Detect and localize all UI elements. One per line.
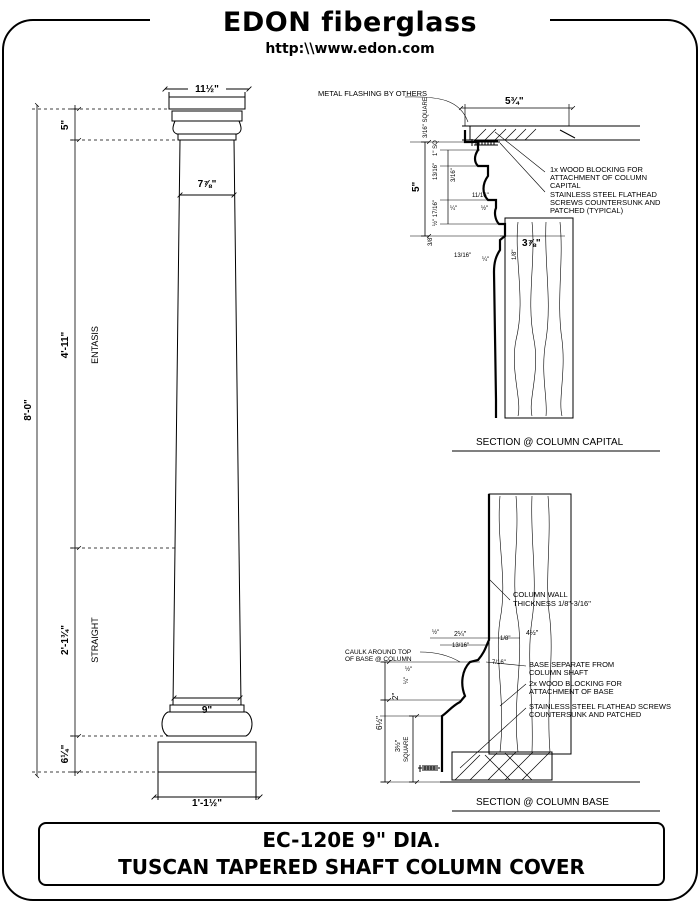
base-section-title: SECTION @ COLUMN BASE [476,797,609,808]
base-section [380,493,640,785]
base-screw [418,765,440,772]
note-flashing: METAL FLASHING BY OTHERS [318,89,427,98]
capital-profile [463,130,507,418]
note-screws-2: SCREWS COUNTERSUNK AND [550,198,661,207]
note-screws-base-1: STAINLESS STEEL FLATHEAD SCREWS [529,702,671,711]
label-top-width: 11½" [195,84,219,95]
vertical-dimensions [32,102,178,779]
label-base-width: 1'-1½" [192,798,222,809]
dim-base-e: 7/16" [492,660,506,666]
dim-capital-q1: ¼" [450,206,457,212]
label-lower-diameter: 9" [202,705,213,716]
base-blocking [451,751,553,781]
tapered-shaft [172,139,242,706]
dim-base-six: 6½" [375,716,384,730]
note-wall-1: COLUMN WALL [513,590,568,599]
note-screws-1: STAINLESS STEEL FLATHEAD [550,190,658,199]
note-caulk-2: OF BASE @ COLUMN [345,656,412,663]
capital-section [404,96,640,419]
title-description: TUSCAN TAPERED SHAFT COLUMN COVER [118,855,585,879]
dim-base-sq: 3½" [394,739,402,752]
note-blocking-1: 1x WOOD BLOCKING FOR [550,165,644,174]
label-straight: STRAIGHT [90,617,100,663]
base-wood-post [488,493,572,755]
dim-base-g: ¼" [404,677,410,684]
capital-wood-post [504,217,574,419]
note-separate-2: COLUMN SHAFT [529,668,589,677]
label-entasis: ENTASIS [90,326,100,364]
note-blocking-base-2: ATTACHMENT OF BASE [529,687,614,696]
dim-base-c: 1/8" [500,636,510,642]
dim-base-b: 13/16" [452,643,469,649]
dim-capital-3-16: 3/16" [451,168,457,182]
title-block: EC-120E 9" DIA. TUSCAN TAPERED SHAFT COL… [38,822,665,886]
brand-title: EDON fiberglass [150,6,550,40]
note-blocking-2: ATTACHMENT OF COLUMN [550,173,647,182]
base-column-wall [440,494,491,772]
base-section-text: COLUMN WALL THICKNESS 1/8"-3/16" CAULK A… [345,590,671,808]
dim-capital-13-16: 13/16" [433,163,439,180]
base-blocking-hatch [454,751,551,781]
title-model: EC-120E 9" DIA. [262,828,441,852]
dim-capital-b1-4: ¼" [482,257,489,263]
capital-wood-grain [513,221,564,417]
base-plinth [157,741,257,773]
dim-capital-b1-8: 1/8" [512,250,518,260]
dim-capital-top-label: 5¾" [505,96,524,107]
note-wall-2: THICKNESS 1/8"-3/16" [513,599,591,608]
dim-capital-sq: 1" SQ [433,140,439,156]
capital-section-title: SECTION @ COLUMN CAPITAL [476,437,624,448]
base-leaders [419,579,527,769]
column-elevation [32,86,263,800]
dim-base-d: 4½" [526,629,539,637]
note-blocking-base-1: 2x WOOD BLOCKING FOR [529,679,623,688]
dim-capital-17-16: ½" 17/16" [432,200,439,226]
dim-capital-q2: ½" [481,205,488,212]
dim-capital-square: 3/16" SQUARE [423,97,429,138]
label-upper-diameter: 7⅞" [198,179,217,190]
website-url[interactable]: http:\\www.edon.com [150,40,550,58]
label-capital-height: 5" [60,120,71,131]
capital-molding [169,108,245,141]
dim-base-square: SQUARE [404,737,410,762]
elevation-labels: 11½" 7⅞" 9" 1'-1½" 5" 4'-11" ENTASIS 8'-… [23,82,226,809]
note-caulk-1: CAULK AROUND TOP [345,649,411,656]
note-blocking-3: CAPITAL [550,181,581,190]
label-overall-height: 8'-0" [23,399,34,421]
dim-capital-bottom: 3⅞" [522,238,541,249]
capital-leaders [404,96,546,193]
dim-capital-11-16: 11/16" [472,193,489,199]
label-entasis-length: 4'-11" [60,331,71,358]
capital-section-text: METAL FLASHING BY OTHERS 1x WOOD BLOCKIN… [318,89,661,448]
sheet-border [2,19,698,901]
capital-soffit [462,125,640,141]
capital-blocking-hatch [474,128,537,141]
dim-capital-3-8: 3/8" [428,236,434,246]
note-separate-1: BASE SEPARATE FROM [529,660,614,669]
note-screws-base-2: COUNTERSUNK AND PATCHED [529,710,642,719]
dim-base-two: 2" [391,693,400,700]
capital-abacus [168,96,246,110]
base-torus [161,704,253,737]
dim-capital-b13-16: 13/16" [454,253,471,259]
note-screws-3: PATCHED (TYPICAL) [550,206,624,215]
dim-base-f: ½" [405,666,412,673]
dim-base-a: 2¼" [454,631,467,638]
dim-base-h: ½" [432,629,439,636]
dim-capital-height: 5" [411,181,422,192]
label-base-height: 6¼" [60,744,71,763]
base-wood-grain [498,495,552,753]
label-straight-length: 2'-1¾" [60,625,71,655]
